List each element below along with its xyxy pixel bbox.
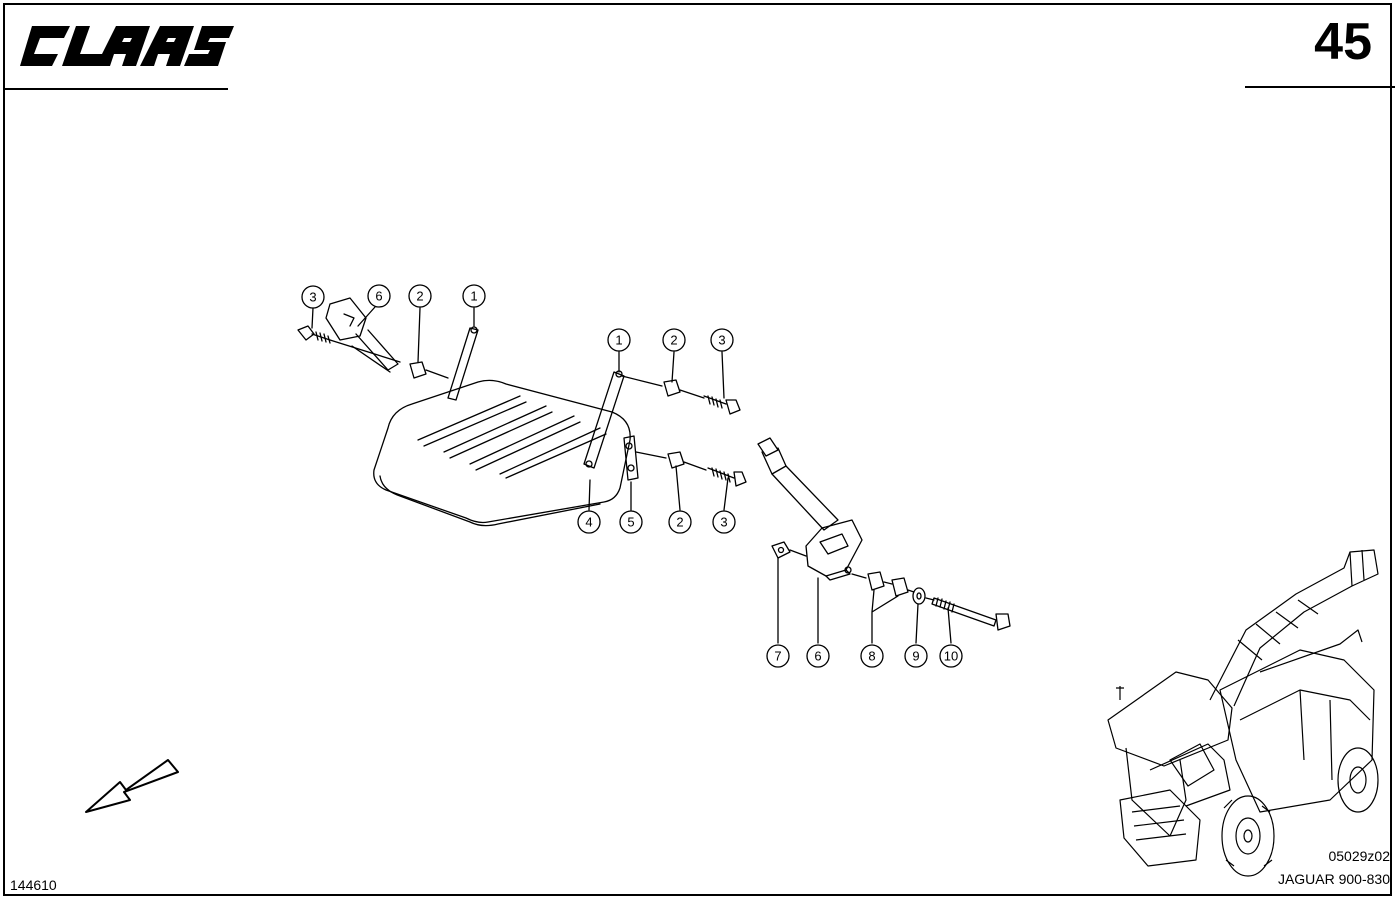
callout-belt-5 <box>939 644 963 668</box>
callout-label: 6 <box>375 289 382 304</box>
spacer-left <box>409 361 427 379</box>
callout-label: 1 <box>470 289 477 304</box>
callout-left-2 <box>367 284 391 308</box>
callout-label: 3 <box>720 515 727 530</box>
callout-left-1 <box>301 285 325 309</box>
callout-left-3 <box>408 284 432 308</box>
header-rule-right <box>1245 86 1395 88</box>
callout-label: 10 <box>944 649 958 664</box>
callout-lower-4 <box>712 510 736 534</box>
bracket-arm-right <box>583 370 625 469</box>
callout-label: 5 <box>627 515 634 530</box>
claas-logo-icon <box>20 26 234 66</box>
bolt-left <box>297 325 331 344</box>
seat-cushion <box>373 379 631 527</box>
brand-logo <box>18 22 236 70</box>
arrow-southwest-icon <box>85 759 179 813</box>
callout-upper-3 <box>710 328 734 352</box>
bolt-upper-right <box>703 395 741 415</box>
seat-belt-retractor <box>757 437 863 581</box>
callout-label: 6 <box>814 649 821 664</box>
callout-lower-2 <box>619 510 643 534</box>
callout-label: 2 <box>416 289 423 304</box>
bracket-arm-left <box>447 326 479 401</box>
callout-belt-3 <box>860 644 884 668</box>
forage-harvester-icon <box>1107 549 1379 877</box>
callout-lower-1 <box>577 510 601 534</box>
callout-belt-1 <box>766 644 790 668</box>
figure-code: 05029z02 <box>1328 848 1390 864</box>
callout-circles <box>301 284 963 668</box>
callout-upper-2 <box>662 328 686 352</box>
long-bolt <box>931 597 1011 631</box>
model-name: JAGUAR 900-830 <box>1277 871 1390 887</box>
mounting-plate <box>623 435 639 481</box>
buckle-left <box>325 297 399 373</box>
callout-left-4 <box>462 284 486 308</box>
page-number: 45 <box>1314 13 1372 71</box>
document-id: 144610 <box>10 877 57 893</box>
callout-label: 2 <box>670 333 677 348</box>
callout-label: 2 <box>676 515 683 530</box>
page-frame <box>3 3 1392 896</box>
callout-label: 4 <box>585 515 592 530</box>
callout-belt-4 <box>904 644 928 668</box>
callout-belt-2 <box>806 644 830 668</box>
callout-label: 8 <box>868 649 875 664</box>
spacer-lower <box>667 451 685 469</box>
washer <box>912 587 926 605</box>
header-rule-left <box>4 88 228 90</box>
callout-label: 9 <box>912 649 919 664</box>
callout-label: 3 <box>718 333 725 348</box>
callout-label: 7 <box>774 649 781 664</box>
bolt-lower <box>707 467 747 487</box>
callout-label: 3 <box>309 290 316 305</box>
leader-lines <box>311 306 952 644</box>
callout-lower-3 <box>668 510 692 534</box>
callout-upper-1 <box>607 328 631 352</box>
nut <box>771 541 791 559</box>
spacer-pair <box>867 571 909 597</box>
callout-label: 1 <box>615 333 622 348</box>
